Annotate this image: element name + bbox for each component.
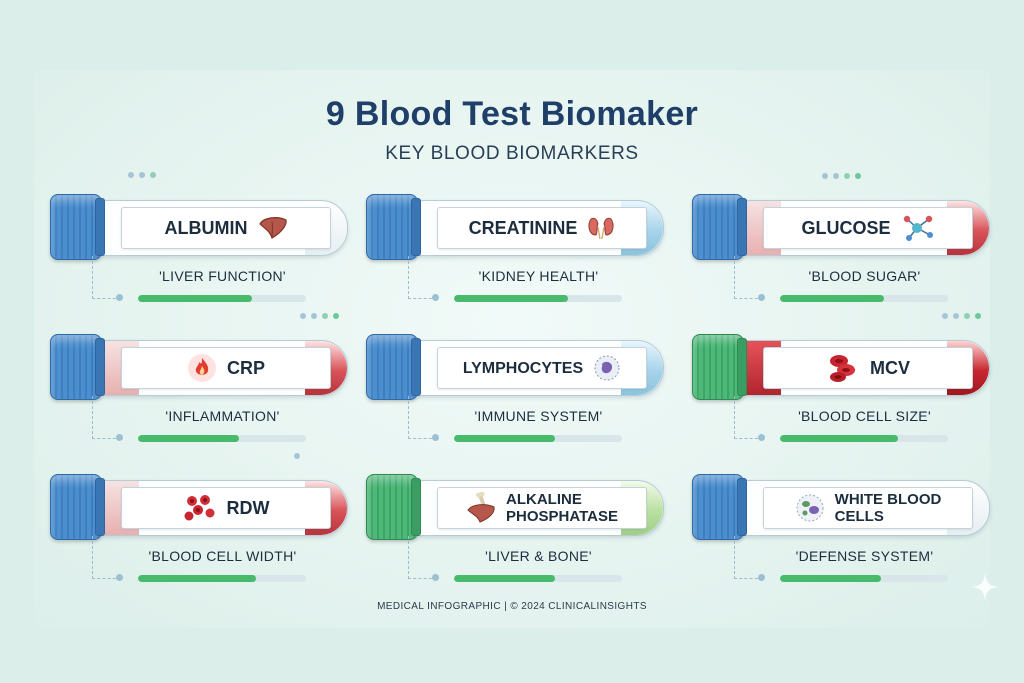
- progress-fill: [454, 295, 569, 302]
- progress-fill: [780, 435, 898, 442]
- biomarker-caption: 'BLOOD SUGAR': [808, 268, 921, 284]
- flame-icon: [187, 353, 217, 383]
- liver-bone-icon: [466, 492, 496, 524]
- molecule-icon: [901, 213, 935, 243]
- biomarker-name: MCV: [870, 357, 910, 378]
- progress-fill: [454, 575, 555, 582]
- biomarker-name: CRP: [226, 357, 265, 378]
- progress-fill: [780, 295, 885, 302]
- biomarker-caption: 'LIVER FUNCTION': [159, 268, 286, 284]
- tube-cap: [366, 474, 418, 540]
- biomarker-caption: 'IMMUNE SYSTEM': [474, 408, 603, 424]
- tube-label: LYMPHOCYTES: [437, 347, 647, 389]
- biomarker-card-rdw: RDW 'BLOOD CELL WIDTH': [50, 453, 348, 590]
- tube-label: CREATININE: [437, 207, 647, 249]
- red-blood-cells-icon: [183, 493, 217, 523]
- progress-fill: [454, 435, 555, 442]
- biomarker-caption: 'DEFENSE SYSTEM': [795, 548, 934, 564]
- progress-fill: [780, 575, 881, 582]
- progress-track: [454, 435, 622, 442]
- tube-cap: [366, 334, 418, 400]
- decor-dots: [128, 172, 156, 178]
- tube-cap: [366, 194, 418, 260]
- biomarker-caption: 'KIDNEY HEALTH': [478, 268, 599, 284]
- page-subtitle: KEY BLOOD BIOMARKERS: [385, 143, 639, 164]
- biomarker-name: LYMPHOCYTES: [462, 359, 584, 377]
- biomarker-card-mcv: MCV 'BLOOD CELL SIZE': [692, 313, 990, 450]
- biomarker-caption: 'BLOOD CELL SIZE': [798, 408, 931, 424]
- tube-label: MCV: [763, 347, 973, 389]
- biomarker-card-crp: CRP 'INFLAMMATION': [50, 313, 348, 450]
- decor-dots: [300, 313, 339, 319]
- progress-track: [780, 295, 948, 302]
- progress-track: [780, 575, 948, 582]
- biomarker-name: ALBUMIN: [164, 217, 248, 238]
- white-blood-cells-icon: [795, 493, 825, 523]
- lymphocyte-cell-icon: [593, 354, 621, 382]
- biomarker-name: GLUCOSE: [801, 217, 891, 238]
- liver-icon: [258, 216, 288, 240]
- progress-track: [138, 295, 306, 302]
- biomarker-name: CREATININE: [468, 217, 578, 238]
- tube-cap: [692, 194, 744, 260]
- tube-label: GLUCOSE: [763, 207, 973, 249]
- progress-track: [138, 575, 306, 582]
- decor-dots: [294, 453, 300, 459]
- red-blood-cells-icon: [826, 352, 860, 384]
- tube-label: RDW: [121, 487, 331, 529]
- tube-label: CRP: [121, 347, 331, 389]
- biomarker-caption: 'INFLAMMATION': [165, 408, 280, 424]
- footer-credit: MEDICAL INFOGRAPHIC | © 2024 CLINICALINS…: [377, 601, 647, 612]
- biomarker-card-glucose: GLUCOSE 'BLOOD SUGAR': [692, 173, 990, 310]
- sparkle-icon: [971, 573, 999, 601]
- tube-cap: [50, 474, 102, 540]
- tube-label: ALBUMIN: [121, 207, 331, 249]
- biomarker-caption: 'LIVER & BONE': [485, 548, 592, 564]
- page-title: 9 Blood Test Biomaker: [325, 95, 699, 133]
- biomarker-card-creatinine: CREATININE 'KIDNEY HEALTH': [366, 190, 664, 310]
- progress-fill: [138, 435, 239, 442]
- decor-dots: [822, 173, 861, 179]
- progress-track: [454, 295, 622, 302]
- biomarker-name: RDW: [226, 497, 270, 518]
- decor-dots: [942, 313, 981, 319]
- progress-fill: [138, 295, 253, 302]
- biomarker-card-albumin: ALBUMIN 'LIVER FUNCTION': [50, 172, 348, 310]
- tube-cap: [50, 334, 102, 400]
- biomarker-caption: 'BLOOD CELL WIDTH': [148, 548, 297, 564]
- tube-cap: [692, 334, 744, 400]
- progress-fill: [138, 575, 256, 582]
- progress-track: [780, 435, 948, 442]
- progress-track: [138, 435, 306, 442]
- progress-track: [454, 575, 622, 582]
- biomarker-card-lymphocytes: LYMPHOCYTES 'IMMUNE SYSTEM': [366, 330, 664, 450]
- kidney-icon: [587, 215, 615, 241]
